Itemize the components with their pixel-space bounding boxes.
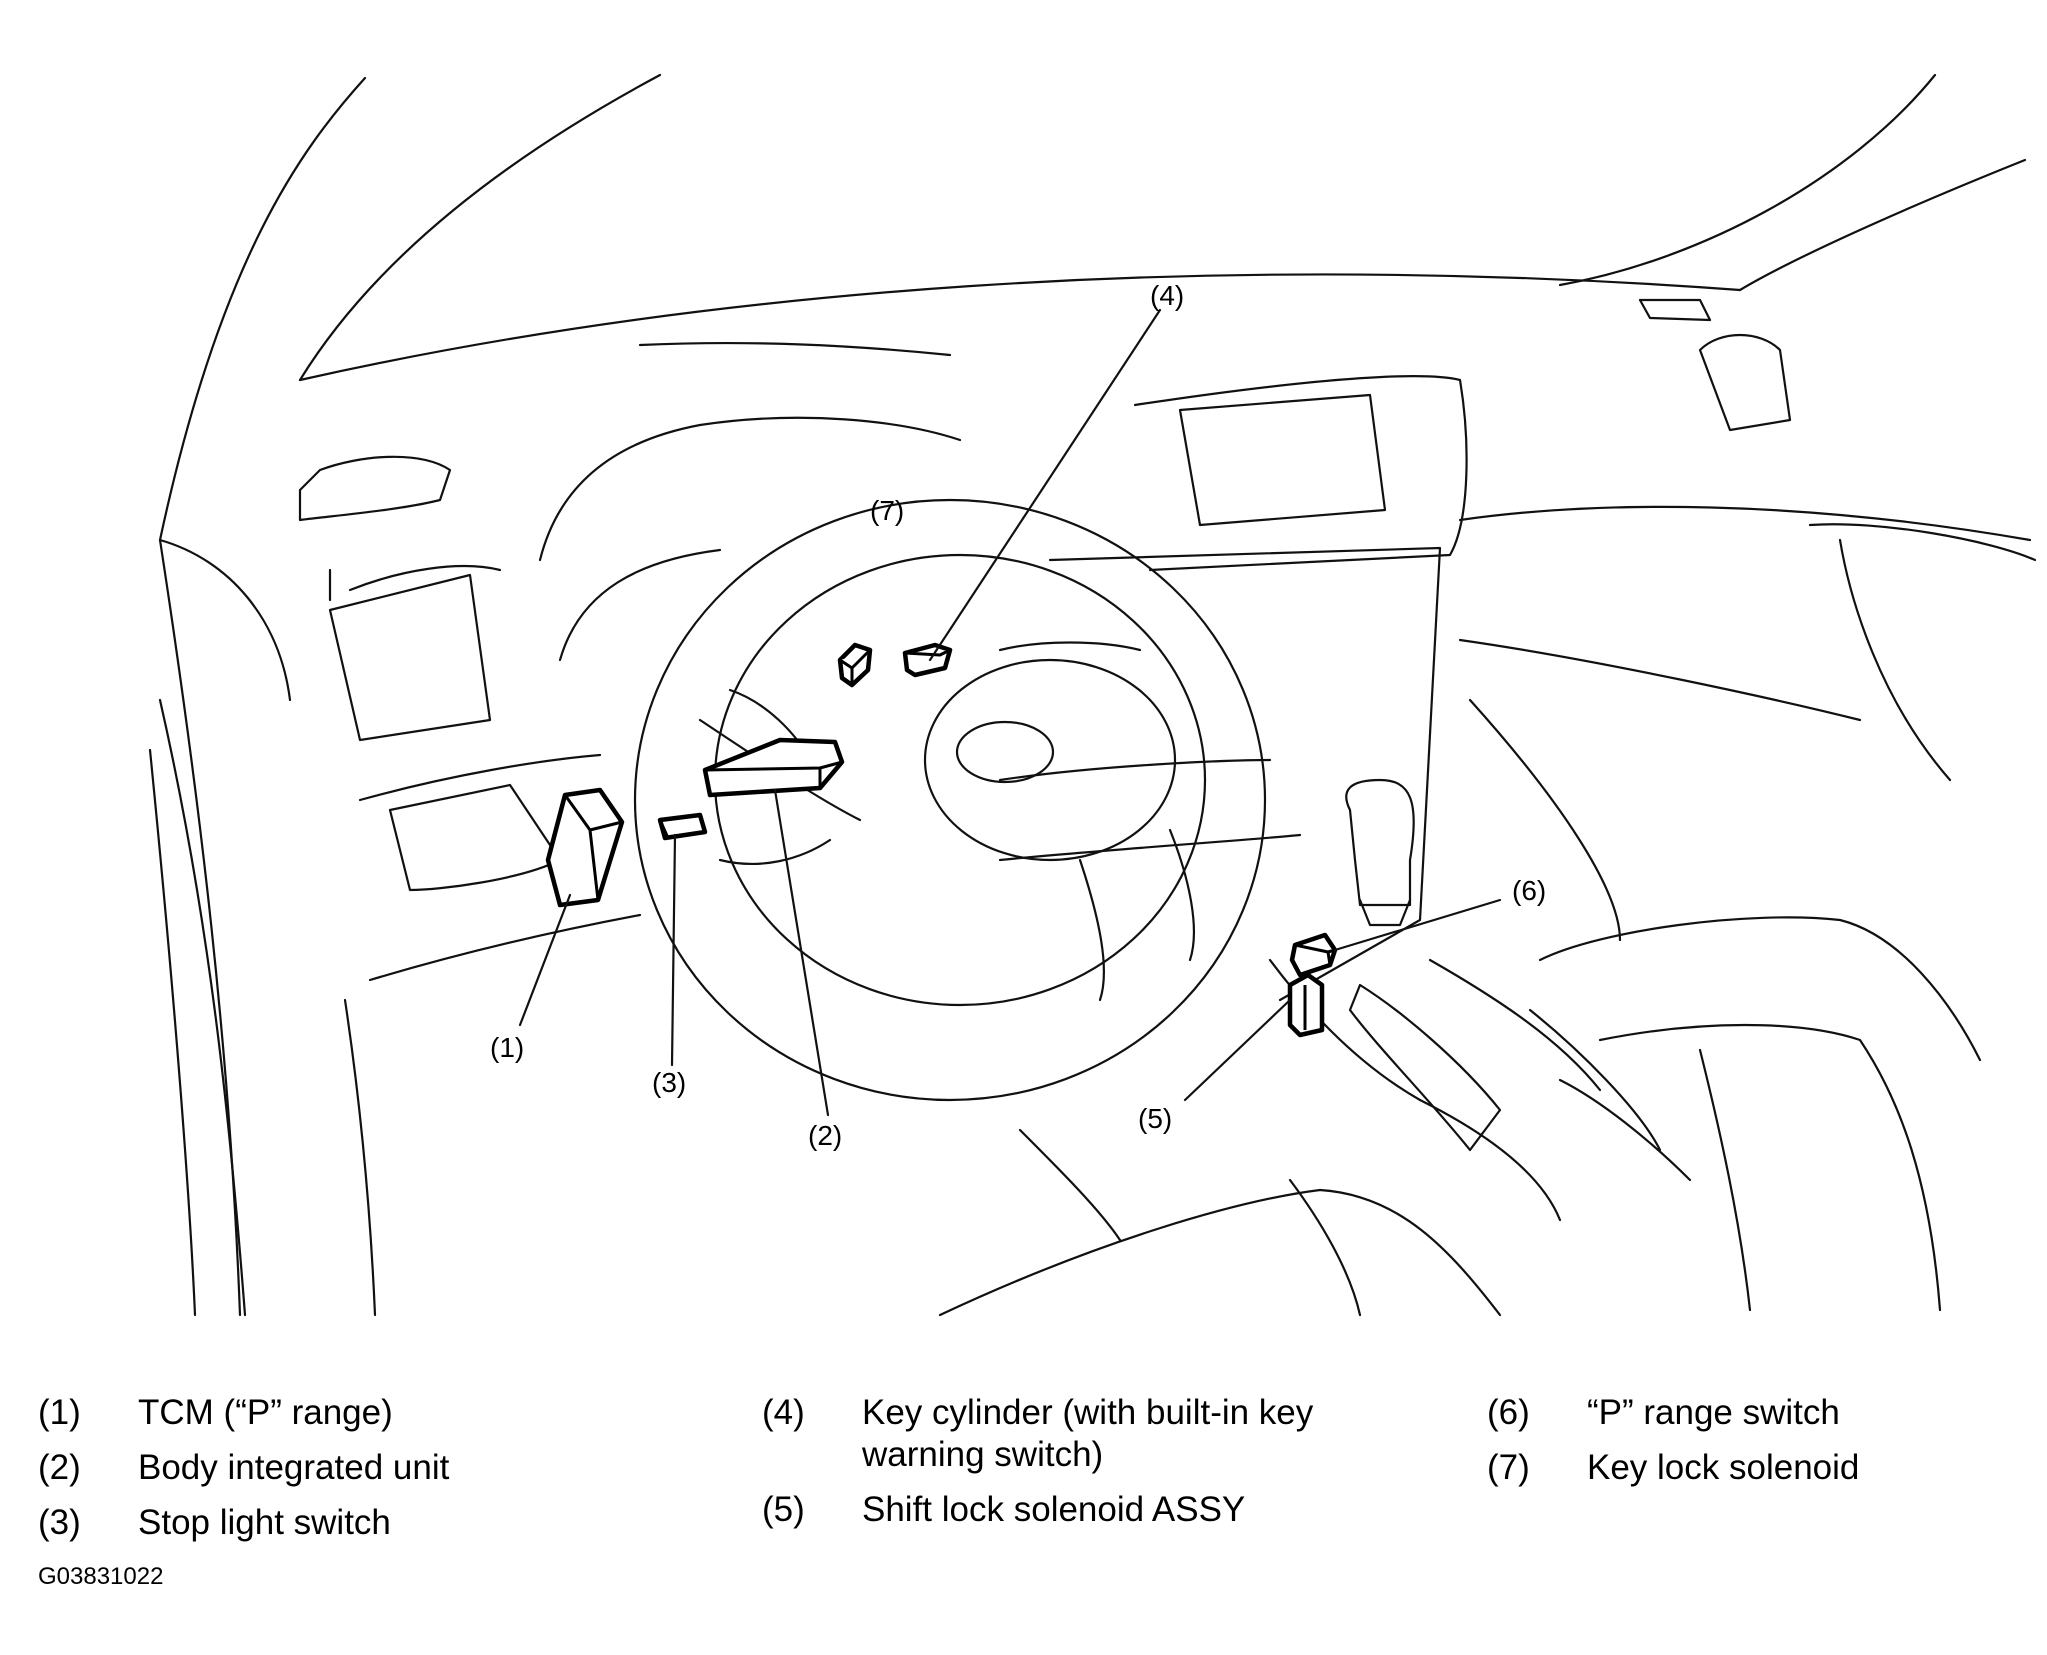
legend-item: (3) Stop light switch xyxy=(38,1502,658,1544)
callout-1: (1) xyxy=(490,1032,524,1063)
legend-item: (5) Shift lock solenoid ASSY xyxy=(762,1489,1382,1531)
callout-7: (7) xyxy=(870,495,904,526)
steering-wheel xyxy=(633,498,1267,1102)
legend-item: (6) “P” range switch xyxy=(1487,1392,1987,1434)
callout-5: (5) xyxy=(1138,1103,1172,1134)
callout-4: (4) xyxy=(1150,280,1184,311)
callout-2: (2) xyxy=(808,1120,842,1151)
legend-number: (1) xyxy=(38,1393,81,1432)
legend-item: (2) Body integrated unit xyxy=(38,1447,658,1489)
legend-text: Key lock solenoid xyxy=(1587,1448,1860,1487)
legend-number: (4) xyxy=(762,1393,805,1432)
legend-number: (2) xyxy=(38,1448,81,1487)
figure-id: G03831022 xyxy=(38,1563,164,1590)
legend-text: Stop light switch xyxy=(138,1503,391,1542)
legend-number: (5) xyxy=(762,1490,805,1529)
legend-number: (6) xyxy=(1487,1393,1530,1432)
legend-column-3: (6) “P” range switch (7) Key lock soleno… xyxy=(1487,1392,1987,1502)
components xyxy=(545,642,1338,1038)
legend-item: (4) Key cylinder (with built-in key warn… xyxy=(762,1392,1382,1476)
legend-column-1: (1) TCM (“P” range) (2) Body integrated … xyxy=(38,1392,658,1557)
leader-lines xyxy=(518,308,1502,1117)
dashboard-diagram: (1) (2) (3) (4) (5) (6) (7) xyxy=(148,73,2037,1317)
legend-text: Body integrated unit xyxy=(138,1448,450,1487)
legend-number: (7) xyxy=(1487,1448,1530,1487)
callout-3: (3) xyxy=(652,1067,686,1098)
cabin-outline xyxy=(148,73,2037,1317)
legend-text: Key cylinder (with built-in key warning … xyxy=(862,1393,1314,1474)
stop-light-switch-box xyxy=(657,812,708,841)
legend-column-2: (4) Key cylinder (with built-in key warn… xyxy=(762,1392,1382,1544)
legend-number: (3) xyxy=(38,1503,81,1542)
callout-6: (6) xyxy=(1512,875,1546,906)
legend-text: “P” range switch xyxy=(1587,1393,1840,1432)
legend-text: Shift lock solenoid ASSY xyxy=(862,1490,1246,1529)
legend-text: TCM (“P” range) xyxy=(138,1393,393,1432)
legend-item: (1) TCM (“P” range) xyxy=(38,1392,658,1434)
legend-item: (7) Key lock solenoid xyxy=(1487,1447,1987,1489)
key-cylinder-box xyxy=(902,642,953,678)
